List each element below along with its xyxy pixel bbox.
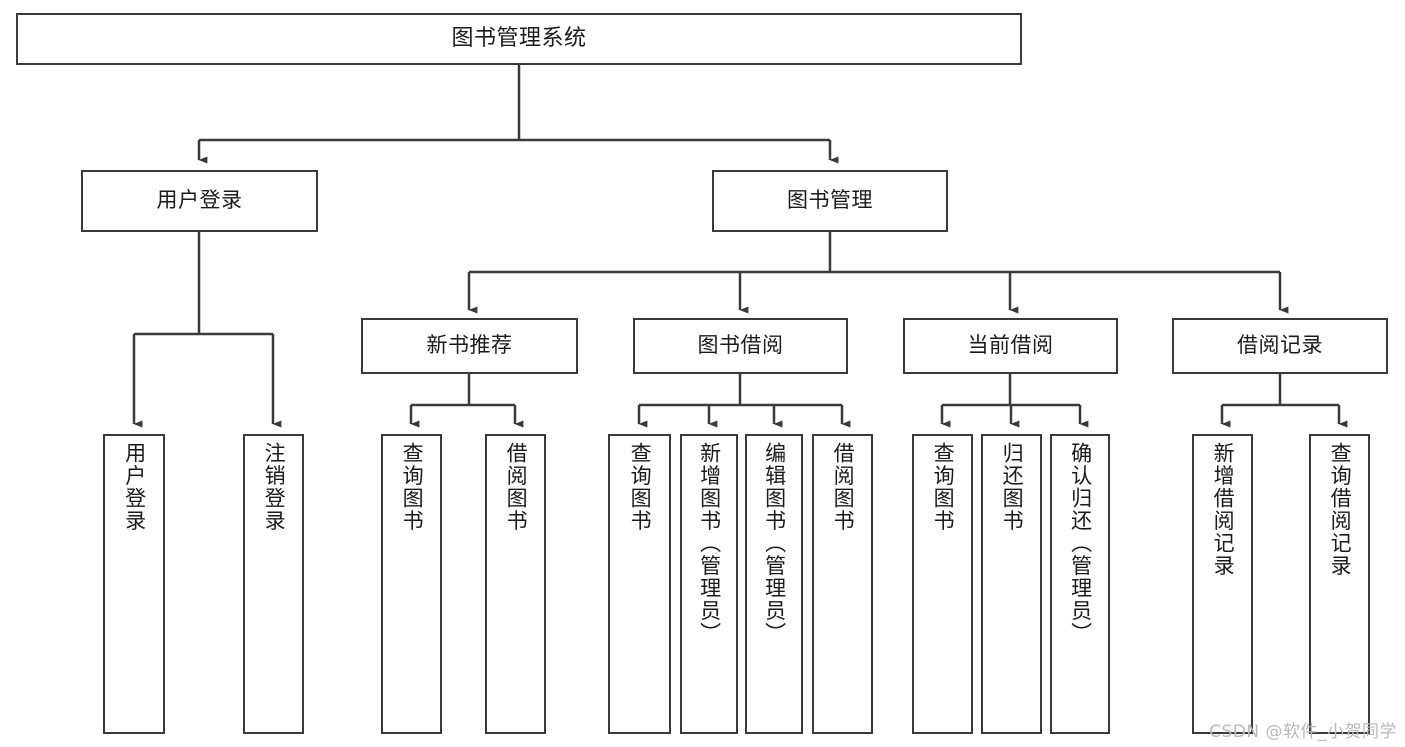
leaf-user-login[interactable]: 用户登录 bbox=[103, 434, 165, 734]
node-label: 用户登录 bbox=[122, 442, 147, 532]
leaf-edit-book-admin[interactable]: 编辑图书（管理员） bbox=[745, 434, 803, 734]
node-label: 图书管理 bbox=[787, 188, 873, 213]
node-label: 新书推荐 bbox=[426, 333, 513, 358]
node-label: 查询借阅记录 bbox=[1328, 442, 1353, 577]
node-label: 新增图书（管理员） bbox=[697, 442, 722, 645]
node-label: 借阅记录 bbox=[1237, 333, 1323, 358]
node-label: 用户登录 bbox=[156, 188, 243, 213]
node-label: 图书管理系统 bbox=[451, 25, 587, 51]
leaf-confirm-return-admin[interactable]: 确认归还（管理员） bbox=[1050, 434, 1110, 734]
leaf-add-book-admin[interactable]: 新增图书（管理员） bbox=[680, 434, 738, 734]
node-root-system[interactable]: 图书管理系统 bbox=[16, 13, 1022, 65]
leaf-borrow-book-recommend[interactable]: 借阅图书 bbox=[485, 434, 546, 734]
node-label: 确认归还（管理员） bbox=[1068, 442, 1093, 645]
node-label: 借阅图书 bbox=[504, 442, 529, 532]
node-label: 编辑图书（管理员） bbox=[762, 442, 787, 645]
leaf-add-borrow-record[interactable]: 新增借阅记录 bbox=[1192, 434, 1253, 734]
leaf-query-borrow-record[interactable]: 查询借阅记录 bbox=[1309, 434, 1370, 734]
node-label: 当前借阅 bbox=[967, 333, 1054, 358]
leaf-query-book-current[interactable]: 查询图书 bbox=[912, 434, 973, 734]
leaf-return-book[interactable]: 归还图书 bbox=[981, 434, 1042, 734]
node-book-management[interactable]: 图书管理 bbox=[712, 170, 948, 232]
node-label: 查询图书 bbox=[400, 442, 425, 532]
node-label: 查询图书 bbox=[931, 442, 956, 532]
node-label: 图书借阅 bbox=[697, 333, 784, 358]
node-label: 借阅图书 bbox=[831, 442, 856, 532]
node-label: 归还图书 bbox=[1000, 442, 1025, 532]
leaf-borrow-book[interactable]: 借阅图书 bbox=[812, 434, 873, 734]
leaf-query-book-borrow[interactable]: 查询图书 bbox=[608, 434, 671, 734]
node-book-borrow[interactable]: 图书借阅 bbox=[633, 318, 848, 374]
node-label: 新增借阅记录 bbox=[1211, 442, 1236, 577]
node-current-borrow[interactable]: 当前借阅 bbox=[903, 318, 1118, 374]
node-label: 注销登录 bbox=[262, 442, 287, 532]
node-borrow-record[interactable]: 借阅记录 bbox=[1172, 318, 1388, 374]
leaf-logout[interactable]: 注销登录 bbox=[243, 434, 304, 734]
node-user-login[interactable]: 用户登录 bbox=[81, 170, 318, 232]
node-new-book-recommend[interactable]: 新书推荐 bbox=[361, 318, 578, 374]
node-label: 查询图书 bbox=[628, 442, 653, 532]
leaf-query-book-recommend[interactable]: 查询图书 bbox=[381, 434, 442, 734]
